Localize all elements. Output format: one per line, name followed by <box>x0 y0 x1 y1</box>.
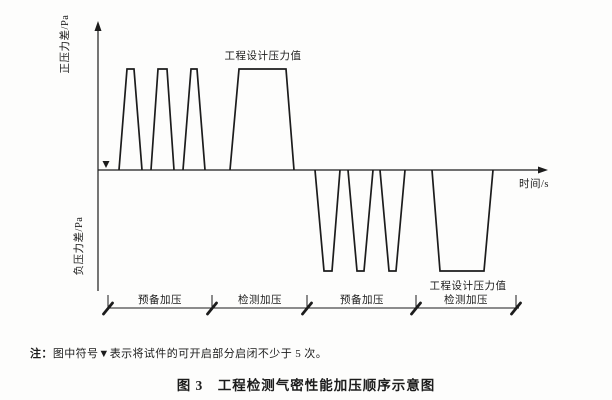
design-pressure-label-top: 工程设计压力值 <box>225 49 302 62</box>
dimension-segment-label: 检测加压 <box>444 293 488 306</box>
dimension-tick <box>301 301 313 316</box>
dimension-segment-labels: 预备加压 检测加压 预备加压 检测加压 <box>138 293 488 306</box>
negative-pressure-pulse <box>431 169 494 272</box>
openable-part-marker <box>102 161 110 168</box>
dimension-tick <box>206 301 218 316</box>
note-text: 图中符号▼表示将试件的可开启部分启闭不少于 5 次。 <box>52 348 328 360</box>
note-prefix: 注： <box>30 348 53 360</box>
x-axis-arrow <box>538 166 548 174</box>
dimension-tick <box>410 301 422 316</box>
positive-pressure-pulse <box>118 68 143 171</box>
y-axis-arrow <box>94 21 102 31</box>
negative-pressure-pulse <box>379 169 406 272</box>
dimension-segment-label: 预备加压 <box>138 293 182 306</box>
design-pressure-label-bottom: 工程设计压力值 <box>430 279 507 292</box>
diagram-geometry <box>94 21 548 316</box>
positive-pressure-pulse <box>229 68 295 171</box>
negative-pressure-pulse <box>347 169 374 272</box>
dimension-segment-label: 预备加压 <box>340 293 384 306</box>
dimension-segment-label: 检测加压 <box>238 293 282 306</box>
figure-note: 注：图中符号▼表示将试件的可开启部分启闭不少于 5 次。 <box>30 345 327 361</box>
positive-pressure-pulse <box>150 68 175 171</box>
negative-axis-label: 负压力差/Pa <box>72 217 85 276</box>
dimension-tick <box>102 301 114 316</box>
negative-pressure-pulse <box>314 169 341 272</box>
positive-axis-label: 正压力差/Pa <box>58 15 71 74</box>
pressure-sequence-diagram: 正压力差/Pa 负压力差/Pa 时间/s 工程设计压力值 工程设计压力值 预备加… <box>58 15 549 316</box>
figure-caption: 图 3 工程检测气密性能加压顺序示意图 <box>176 378 436 393</box>
dimension-tick <box>510 301 522 316</box>
time-axis-label: 时间/s <box>519 177 549 190</box>
positive-pressure-pulse <box>182 68 206 171</box>
